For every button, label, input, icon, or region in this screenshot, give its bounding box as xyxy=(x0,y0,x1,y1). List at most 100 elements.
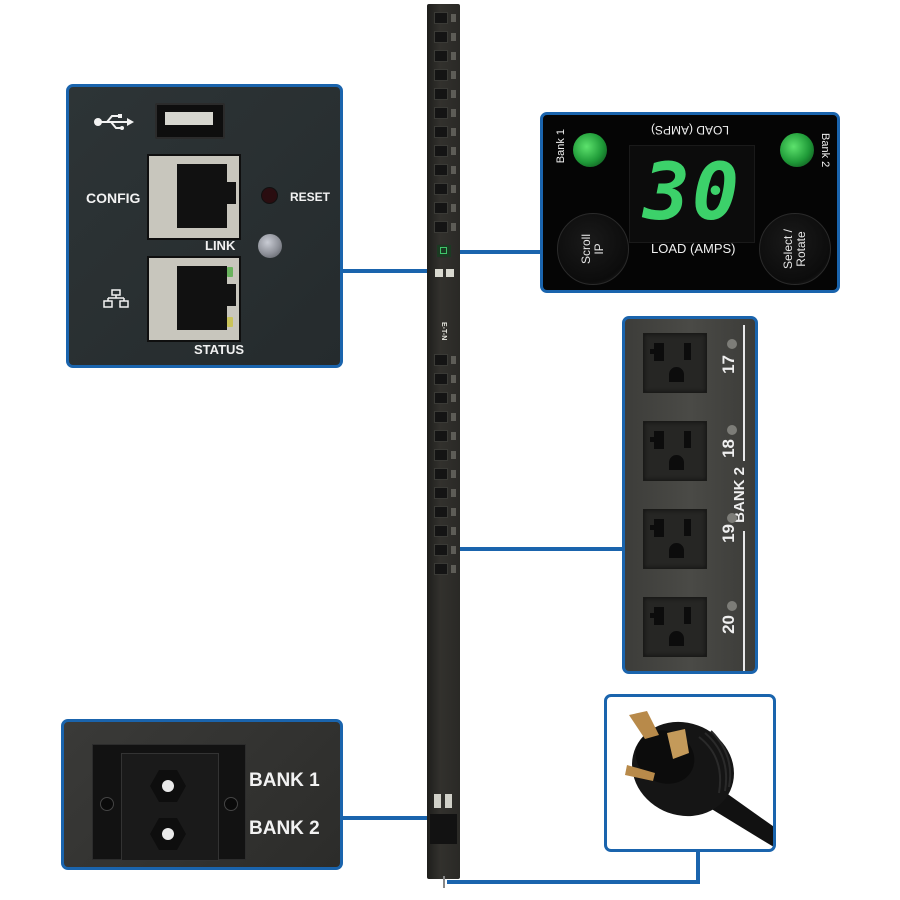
breaker-housing xyxy=(121,753,219,861)
breaker-housing-mini xyxy=(430,814,457,844)
pdu-outlet xyxy=(434,145,448,157)
pdu-outlet-label xyxy=(451,394,456,402)
outlet-18 xyxy=(643,421,707,481)
outlet-17-led xyxy=(727,339,737,349)
pdu-outlet-label xyxy=(451,14,456,22)
network-port-mini xyxy=(446,269,454,277)
bank2-led-label: Bank 2 xyxy=(819,133,831,168)
right-screw xyxy=(224,797,238,811)
locking-plug-image xyxy=(625,711,773,847)
bank-divider-top xyxy=(743,325,745,461)
link-label: LINK xyxy=(205,238,236,253)
pdu-outlet-label xyxy=(451,565,456,573)
load-display-panel: Bank 1 Bank 2 LOAD (AMPS) 30 LOAD (AMPS)… xyxy=(540,112,840,293)
pdu-outlet-label xyxy=(451,451,456,459)
connector-display xyxy=(455,250,542,254)
pdu-outlet xyxy=(434,221,448,233)
outlet-19-number: 19 xyxy=(719,524,738,543)
outlet-20-number: 20 xyxy=(719,615,738,634)
pdu-outlet xyxy=(434,544,448,556)
pdu-outlet xyxy=(434,506,448,518)
bank2-led xyxy=(780,133,814,167)
pdu-outlet-label xyxy=(451,90,456,98)
pdu-outlet-label xyxy=(451,489,456,497)
bank1-breaker-mini xyxy=(434,794,441,808)
power-cord xyxy=(443,876,445,888)
status-led xyxy=(258,234,282,258)
pdu-outlet xyxy=(434,525,448,537)
outlet-17 xyxy=(643,333,707,393)
network-port[interactable] xyxy=(147,256,241,342)
brand-logo: E-T-N xyxy=(440,322,447,341)
pdu-outlet-label xyxy=(451,52,456,60)
outlet-20 xyxy=(643,597,707,657)
pdu-outlet-label xyxy=(451,223,456,231)
pdu-outlet xyxy=(434,69,448,81)
plug-panel xyxy=(604,694,776,852)
pdu-outlet-label xyxy=(451,128,456,136)
reset-button[interactable] xyxy=(261,187,278,204)
pdu-outlet-label xyxy=(451,166,456,174)
pdu-outlet-label xyxy=(451,204,456,212)
link-activity-led xyxy=(227,267,233,277)
usb-port[interactable] xyxy=(155,103,225,139)
connector-plug-vertical xyxy=(696,850,700,883)
outlet-17-number: 17 xyxy=(719,355,738,374)
config-label: CONFIG xyxy=(86,190,141,206)
pdu-outlet xyxy=(434,430,448,442)
bank1-led-label: Bank 1 xyxy=(555,129,567,164)
pdu-outlet-label xyxy=(451,356,456,364)
left-screw xyxy=(100,797,114,811)
speed-led xyxy=(227,317,233,327)
load-value: 30 xyxy=(643,148,741,238)
pdu-outlet xyxy=(434,487,448,499)
pdu-outlet xyxy=(434,563,448,575)
status-label: STATUS xyxy=(194,342,245,357)
network-icon xyxy=(103,289,129,314)
select-rotate-label: Select / Rotate xyxy=(781,228,808,270)
bank-divider-bottom xyxy=(743,531,745,671)
flipped-caption: LOAD (AMPS) xyxy=(651,123,730,137)
pdu-outlet xyxy=(434,107,448,119)
breaker-plate xyxy=(92,744,246,861)
bank1-breaker-label: BANK 1 xyxy=(249,770,320,791)
pdu-outlet-label xyxy=(451,527,456,535)
pdu-outlet-label xyxy=(451,109,456,117)
connector-breakers xyxy=(343,816,429,820)
pdu-outlet xyxy=(434,411,448,423)
outlet-18-led xyxy=(727,425,737,435)
outlet-19-led xyxy=(727,513,737,523)
pdu-outlet xyxy=(434,392,448,404)
outlet-20-led xyxy=(727,601,737,611)
connector-network xyxy=(343,269,429,273)
pdu-outlet xyxy=(434,449,448,461)
pdu-outlet-label xyxy=(451,33,456,41)
outlets-panel: BANK 2 17 18 19 20 xyxy=(622,316,758,674)
connector-outlets xyxy=(455,547,624,551)
pdu-outlet xyxy=(434,31,448,43)
bank2-breaker-mini xyxy=(445,794,452,808)
pdu-outlet-label xyxy=(451,470,456,478)
config-port[interactable] xyxy=(147,154,241,240)
reset-label: RESET xyxy=(290,190,331,204)
network-panel: CONFIG RESET LINK STATUS xyxy=(66,84,343,368)
pdu-outlet xyxy=(434,126,448,138)
config-port-mini xyxy=(435,269,443,277)
pdu-outlet-label xyxy=(451,413,456,421)
pdu-outlet-label xyxy=(451,508,456,516)
pdu-outlet xyxy=(434,354,448,366)
pdu-outlet xyxy=(434,202,448,214)
scroll-ip-button[interactable]: Scroll IP xyxy=(557,213,629,285)
pdu-outlet xyxy=(434,12,448,24)
pdu-outlet xyxy=(434,373,448,385)
select-rotate-button[interactable]: Select / Rotate xyxy=(759,213,831,285)
pdu-outlet-label xyxy=(451,71,456,79)
bank1-breaker[interactable] xyxy=(150,770,186,802)
lcd-display xyxy=(436,244,452,258)
pdu-outlet xyxy=(434,468,448,480)
pdu-outlet xyxy=(434,183,448,195)
bank2-breaker[interactable] xyxy=(150,818,186,850)
pdu-strip: E-T-N xyxy=(427,4,460,879)
pdu-outlet xyxy=(434,50,448,62)
usb-icon xyxy=(93,113,135,136)
